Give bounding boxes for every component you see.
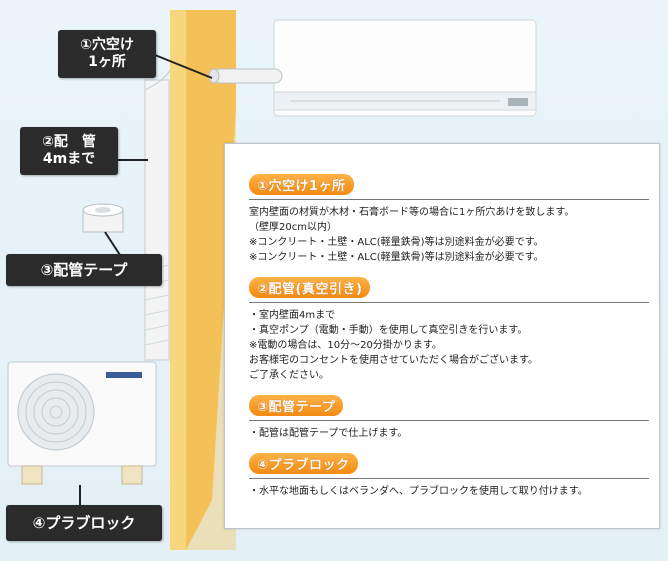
section-line: ・真空ポンプ（電動・手動）を使用して真空引きを行います。 — [249, 325, 528, 336]
outdoor-unit — [7, 361, 157, 467]
callout-hole-line2: 1ヶ所 — [88, 54, 126, 70]
outdoor-pipe — [144, 69, 171, 361]
section-line: ・水平な地面もしくはベランダへ、プラブロックを使用して取り付けます。 — [249, 486, 588, 497]
section-line: （壁厚20cm以内） — [249, 222, 337, 233]
section-line: ・室内壁面4mまで — [249, 310, 336, 321]
section-line: ※コンクリート・土壁・ALC(軽量鉄骨)等は別途料金が必要です。 — [249, 237, 544, 248]
divider — [249, 199, 649, 200]
section-piping: ②配管(真空引き) ・室内壁面4mまで ・真空ポンプ（電動・手動）を使用して真空… — [249, 277, 649, 383]
section-line: ・配管は配管テープで仕上げます。 — [249, 428, 408, 439]
section-title: ②配管(真空引き) — [249, 277, 371, 298]
indoor-ac-unit — [273, 19, 537, 117]
callout-pipe-line2: 4mまで — [42, 151, 96, 167]
section-title: ①穴空け1ヶ所 — [249, 174, 354, 195]
callout-pipe-line1: ②配 管 — [42, 133, 96, 150]
callout-block-label: ④プラブロック — [32, 513, 136, 532]
callout-pipe: ②配 管 4mまで — [20, 127, 118, 175]
pipe-through-wall — [208, 68, 283, 84]
section-line: ※電動の場合は、10分～20分掛かります。 — [249, 340, 442, 351]
section-line: ご了承ください。 — [249, 370, 329, 381]
section-title: ④プラブロック — [249, 453, 358, 474]
callout-tape: ③配管テープ — [6, 254, 162, 286]
tape-roll — [82, 203, 124, 233]
callout-block: ④プラブロック — [6, 505, 162, 541]
section-block: ④プラブロック ・水平な地面もしくはベランダへ、プラブロックを使用して取り付けま… — [249, 453, 649, 499]
section-title: ③配管テープ — [249, 395, 344, 416]
description-panel: ①穴空け1ヶ所 室内壁面の材質が木材・石膏ボード等の場合に1ヶ所穴あけを致します… — [224, 143, 660, 529]
callout-hole: ①穴空け 1ヶ所 — [58, 30, 156, 78]
section-line: ※コンクリート・土壁・ALC(軽量鉄骨)等は別途料金が必要です。 — [249, 252, 544, 263]
callout-leaders — [79, 54, 213, 505]
divider — [249, 478, 649, 479]
callout-tape-label: ③配管テープ — [40, 260, 128, 279]
callout-hole-line1: ①穴空け — [80, 36, 134, 53]
divider — [249, 420, 649, 421]
section-line: お客様宅のコンセントを使用させていただく場合がございます。 — [249, 355, 538, 366]
section-line: 室内壁面の材質が木材・石膏ボード等の場合に1ヶ所穴あけを致します。 — [249, 207, 575, 218]
section-tape: ③配管テープ ・配管は配管テープで仕上げます。 — [249, 395, 649, 441]
section-hole: ①穴空け1ヶ所 室内壁面の材質が木材・石膏ボード等の場合に1ヶ所穴あけを致します… — [249, 174, 649, 265]
divider — [249, 302, 649, 303]
plastic-blocks — [21, 465, 143, 485]
